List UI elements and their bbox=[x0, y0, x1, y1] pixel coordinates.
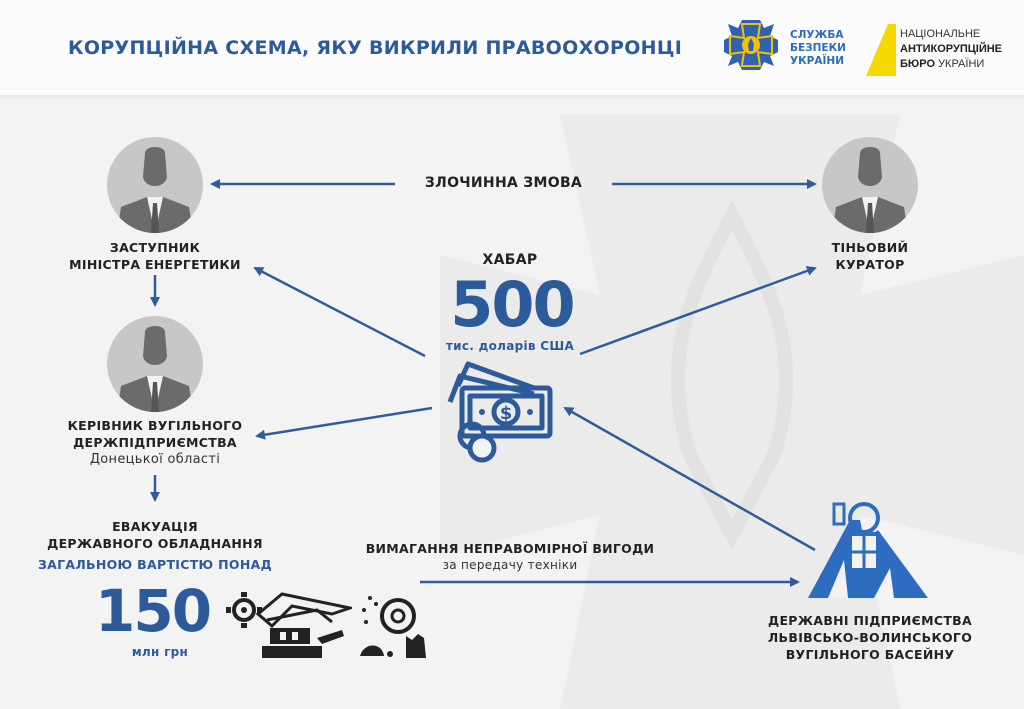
sbu-logo-text: СЛУЖБА БЕЗПЕКИ УКРАЇНИ bbox=[790, 29, 846, 67]
label-state-enterprises: ДЕРЖАВНІ ПІДПРИЄМСТВА ЛЬВІВСЬКО-ВОЛИНСЬК… bbox=[767, 613, 973, 662]
avatar-coal-head bbox=[107, 316, 203, 412]
nabu-logo-icon bbox=[866, 24, 896, 76]
bucket-wheel-icon bbox=[360, 596, 426, 658]
bribe-label: ХАБАР bbox=[482, 252, 538, 268]
person-silhouette-icon bbox=[117, 326, 193, 412]
bribe-unit: тис. доларів США bbox=[445, 339, 575, 353]
extortion-label: ВИМАГАННЯ НЕПРАВОМІРНОЇ ВИГОДИ за переда… bbox=[365, 541, 655, 572]
person-silhouette-icon bbox=[117, 147, 193, 233]
equipment-value-unit: млн грн bbox=[131, 645, 189, 659]
excavator-icon bbox=[226, 592, 352, 658]
label-coal-head: КЕРІВНИК ВУГІЛЬНОГО ДЕРЖПІДПРИЄМСТВА Дон… bbox=[67, 418, 243, 467]
nabu-logo-text: НАЦІОНАЛЬНЕ АНТИКОРУПЦІЙНЕ БЮРО УКРАЇНИ bbox=[900, 28, 1003, 70]
avatar-deputy-minister bbox=[107, 137, 203, 233]
label-evacuation: ЕВАКУАЦІЯ ДЕРЖАВНОГО ОБЛАДНАННЯ ЗАГАЛЬНО… bbox=[37, 519, 273, 572]
bribe-amount: 500 bbox=[450, 268, 575, 341]
equipment-value-amount: 150 bbox=[95, 577, 212, 645]
page-title: КОРУПЦІЙНА СХЕМА, ЯКУ ВИКРИЛИ ПРАВООХОРО… bbox=[68, 37, 683, 59]
sbu-emblem-icon bbox=[724, 20, 778, 70]
svg-text:$: $ bbox=[500, 403, 513, 424]
label-shadow-curator: ТІНЬОВИЙ КУРАТОР bbox=[831, 240, 909, 272]
coal-mine-icon bbox=[808, 502, 928, 598]
conspiracy-label: ЗЛОЧИННА ЗМОВА bbox=[424, 175, 583, 191]
label-deputy-minister: ЗАСТУПНИК МІНІСТРА ЕНЕРГЕТИКИ bbox=[69, 240, 241, 272]
avatar-shadow-curator bbox=[822, 137, 918, 233]
header-bar: КОРУПЦІЙНА СХЕМА, ЯКУ ВИКРИЛИ ПРАВООХОРО… bbox=[0, 0, 1024, 95]
person-silhouette-icon bbox=[832, 147, 908, 233]
money-icon: $ bbox=[447, 361, 553, 463]
